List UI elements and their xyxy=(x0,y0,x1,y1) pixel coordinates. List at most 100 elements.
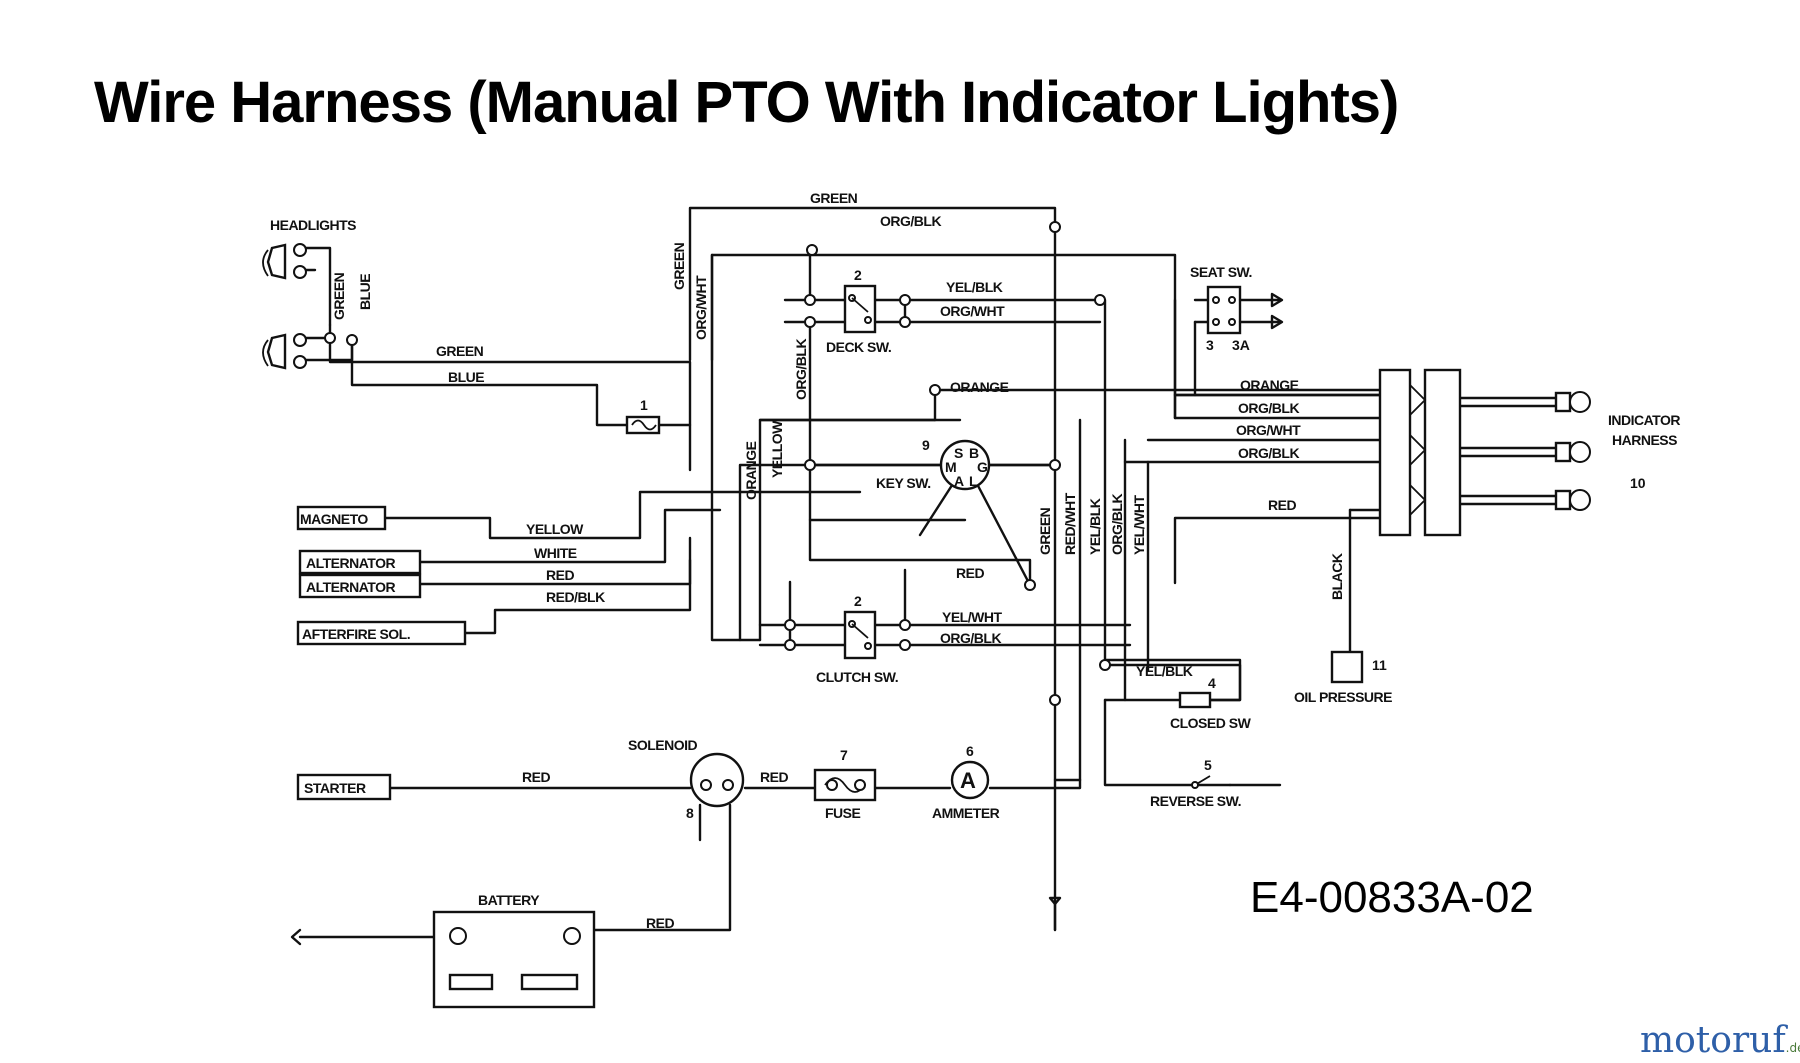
svg-text:A: A xyxy=(954,473,964,489)
svg-text:YEL/BLK: YEL/BLK xyxy=(1136,663,1193,679)
wires xyxy=(298,206,1572,939)
svg-text:3A: 3A xyxy=(1232,337,1250,353)
svg-text:ORG/BLK: ORG/BLK xyxy=(1238,400,1299,416)
svg-text:10: 10 xyxy=(1630,475,1646,491)
svg-text:RED: RED xyxy=(646,915,674,931)
svg-text:HARNESS: HARNESS xyxy=(1612,432,1677,448)
svg-text:ORG/BLK: ORG/BLK xyxy=(940,630,1001,646)
svg-text:AFTERFIRE SOL.: AFTERFIRE SOL. xyxy=(302,626,410,642)
svg-text:11: 11 xyxy=(1372,657,1387,673)
svg-text:GREEN: GREEN xyxy=(671,242,687,290)
svg-text:ALTERNATOR: ALTERNATOR xyxy=(306,579,395,595)
svg-text:4: 4 xyxy=(1208,675,1216,691)
starter-box: STARTER xyxy=(296,773,392,801)
svg-text:M: M xyxy=(945,459,956,475)
svg-text:7: 7 xyxy=(840,747,848,763)
svg-text:2: 2 xyxy=(854,267,862,283)
svg-text:B: B xyxy=(969,445,979,461)
alternator-box-2: ALTERNATOR xyxy=(298,573,422,599)
svg-text:OIL PRESSURE: OIL PRESSURE xyxy=(1294,689,1392,705)
svg-text:MAGNETO: MAGNETO xyxy=(300,511,368,527)
svg-text:YELLOW: YELLOW xyxy=(526,521,584,537)
svg-text:YELLOW: YELLOW xyxy=(769,420,785,478)
alternator-box-1: ALTERNATOR xyxy=(298,549,422,575)
svg-text:ORANGE: ORANGE xyxy=(743,441,759,500)
svg-text:RED/WHT: RED/WHT xyxy=(1062,492,1078,555)
svg-text:1: 1 xyxy=(640,397,648,413)
solenoid: SOLENOID 8 xyxy=(628,737,745,821)
indicator-harness: INDICATOR HARNESS 10 xyxy=(1378,368,1681,537)
svg-text:SEAT SW.: SEAT SW. xyxy=(1190,264,1252,280)
svg-text:RED: RED xyxy=(956,565,984,581)
wire-labels: GREEN ORG/BLK GREEN ORG/WHT GREEN BLUE G… xyxy=(331,190,1345,931)
clutch-switch: 2 CLUTCH SW. xyxy=(816,593,899,685)
magneto-box: MAGNETO xyxy=(296,505,387,531)
svg-text:DECK SW.: DECK SW. xyxy=(826,339,891,355)
svg-text:8: 8 xyxy=(686,805,694,821)
svg-text:RED: RED xyxy=(760,769,788,785)
svg-text:6: 6 xyxy=(966,743,974,759)
svg-text:WHITE: WHITE xyxy=(534,545,577,561)
svg-text:GREEN: GREEN xyxy=(1037,507,1053,555)
svg-text:ORG/BLK: ORG/BLK xyxy=(793,339,809,400)
svg-text:L: L xyxy=(969,473,978,489)
diagram-title: Wire Harness (Manual PTO With Indicator … xyxy=(94,70,1398,135)
svg-text:ORANGE: ORANGE xyxy=(1240,377,1299,393)
svg-text:GREEN: GREEN xyxy=(810,190,858,206)
svg-text:INDICATOR: INDICATOR xyxy=(1608,412,1680,428)
svg-text:RED: RED xyxy=(522,769,550,785)
fuse: FUSE 7 xyxy=(813,747,877,821)
svg-text:9: 9 xyxy=(922,437,930,453)
svg-text:GREEN: GREEN xyxy=(436,343,484,359)
part-number: E4-00833A-02 xyxy=(1250,873,1534,922)
svg-text:BATTERY: BATTERY xyxy=(478,892,540,908)
svg-text:RED: RED xyxy=(1268,497,1296,513)
svg-text:ORG/BLK: ORG/BLK xyxy=(880,213,941,229)
svg-text:5: 5 xyxy=(1204,757,1212,773)
svg-text:2: 2 xyxy=(854,593,862,609)
svg-text:RED: RED xyxy=(546,567,574,583)
svg-text:HEADLIGHTS: HEADLIGHTS xyxy=(270,217,356,233)
svg-text:BLUE: BLUE xyxy=(448,369,484,385)
svg-text:A: A xyxy=(960,768,976,793)
svg-text:YEL/BLK: YEL/BLK xyxy=(946,279,1003,295)
junction-nodes xyxy=(324,221,1111,706)
ammeter: A AMMETER 6 xyxy=(932,743,1000,821)
svg-text:YEL/WHT: YEL/WHT xyxy=(1131,495,1147,555)
svg-text:FUSE: FUSE xyxy=(825,805,861,821)
svg-text:SOLENOID: SOLENOID xyxy=(628,737,698,753)
svg-text:ALTERNATOR: ALTERNATOR xyxy=(306,555,395,571)
svg-text:CLUTCH SW.: CLUTCH SW. xyxy=(816,669,898,685)
svg-text:S: S xyxy=(954,445,963,461)
seat-switch: SEAT SW. 3 3A xyxy=(1190,264,1284,353)
ground-symbol xyxy=(1048,896,1062,906)
svg-text:BLUE: BLUE xyxy=(357,274,373,310)
reverse-switch: 5 REVERSE SW. xyxy=(1150,757,1282,809)
headlights: HEADLIGHTS xyxy=(262,217,357,370)
svg-text:REVERSE SW.: REVERSE SW. xyxy=(1150,793,1241,809)
deck-switch: 2 DECK SW. xyxy=(826,267,892,355)
svg-text:KEY SW.: KEY SW. xyxy=(876,475,931,491)
svg-text:ORG/WHT: ORG/WHT xyxy=(693,275,709,340)
key-switch: S B M G A L 9 KEY SW. xyxy=(876,437,991,491)
afterfire-sol-box: AFTERFIRE SOL. xyxy=(296,620,467,646)
svg-text:GREEN: GREEN xyxy=(331,272,347,320)
svg-text:AMMETER: AMMETER xyxy=(932,805,1000,821)
svg-text:ORANGE: ORANGE xyxy=(950,379,1009,395)
fuse-1: 1 xyxy=(625,397,661,435)
svg-text:3: 3 xyxy=(1206,337,1214,353)
battery-ground-arrow xyxy=(290,928,302,946)
svg-text:ORG/WHT: ORG/WHT xyxy=(940,303,1005,319)
watermark-logo: motoruf.de xyxy=(1640,1020,1800,1061)
battery: BATTERY xyxy=(432,892,596,1009)
svg-text:YEL/WHT: YEL/WHT xyxy=(942,609,1002,625)
svg-text:ORG/BLK: ORG/BLK xyxy=(1238,445,1299,461)
svg-text:BLACK: BLACK xyxy=(1329,553,1345,600)
svg-text:RED/BLK: RED/BLK xyxy=(546,589,605,605)
svg-text:YEL/BLK: YEL/BLK xyxy=(1087,498,1103,555)
svg-text:ORG/BLK: ORG/BLK xyxy=(1109,494,1125,555)
oil-pressure-sender: 11 OIL PRESSURE xyxy=(1294,650,1393,705)
closed-switch: YEL/BLK 4 CLOSED SW xyxy=(1103,658,1252,731)
svg-text:CLOSED SW: CLOSED SW xyxy=(1170,715,1252,731)
